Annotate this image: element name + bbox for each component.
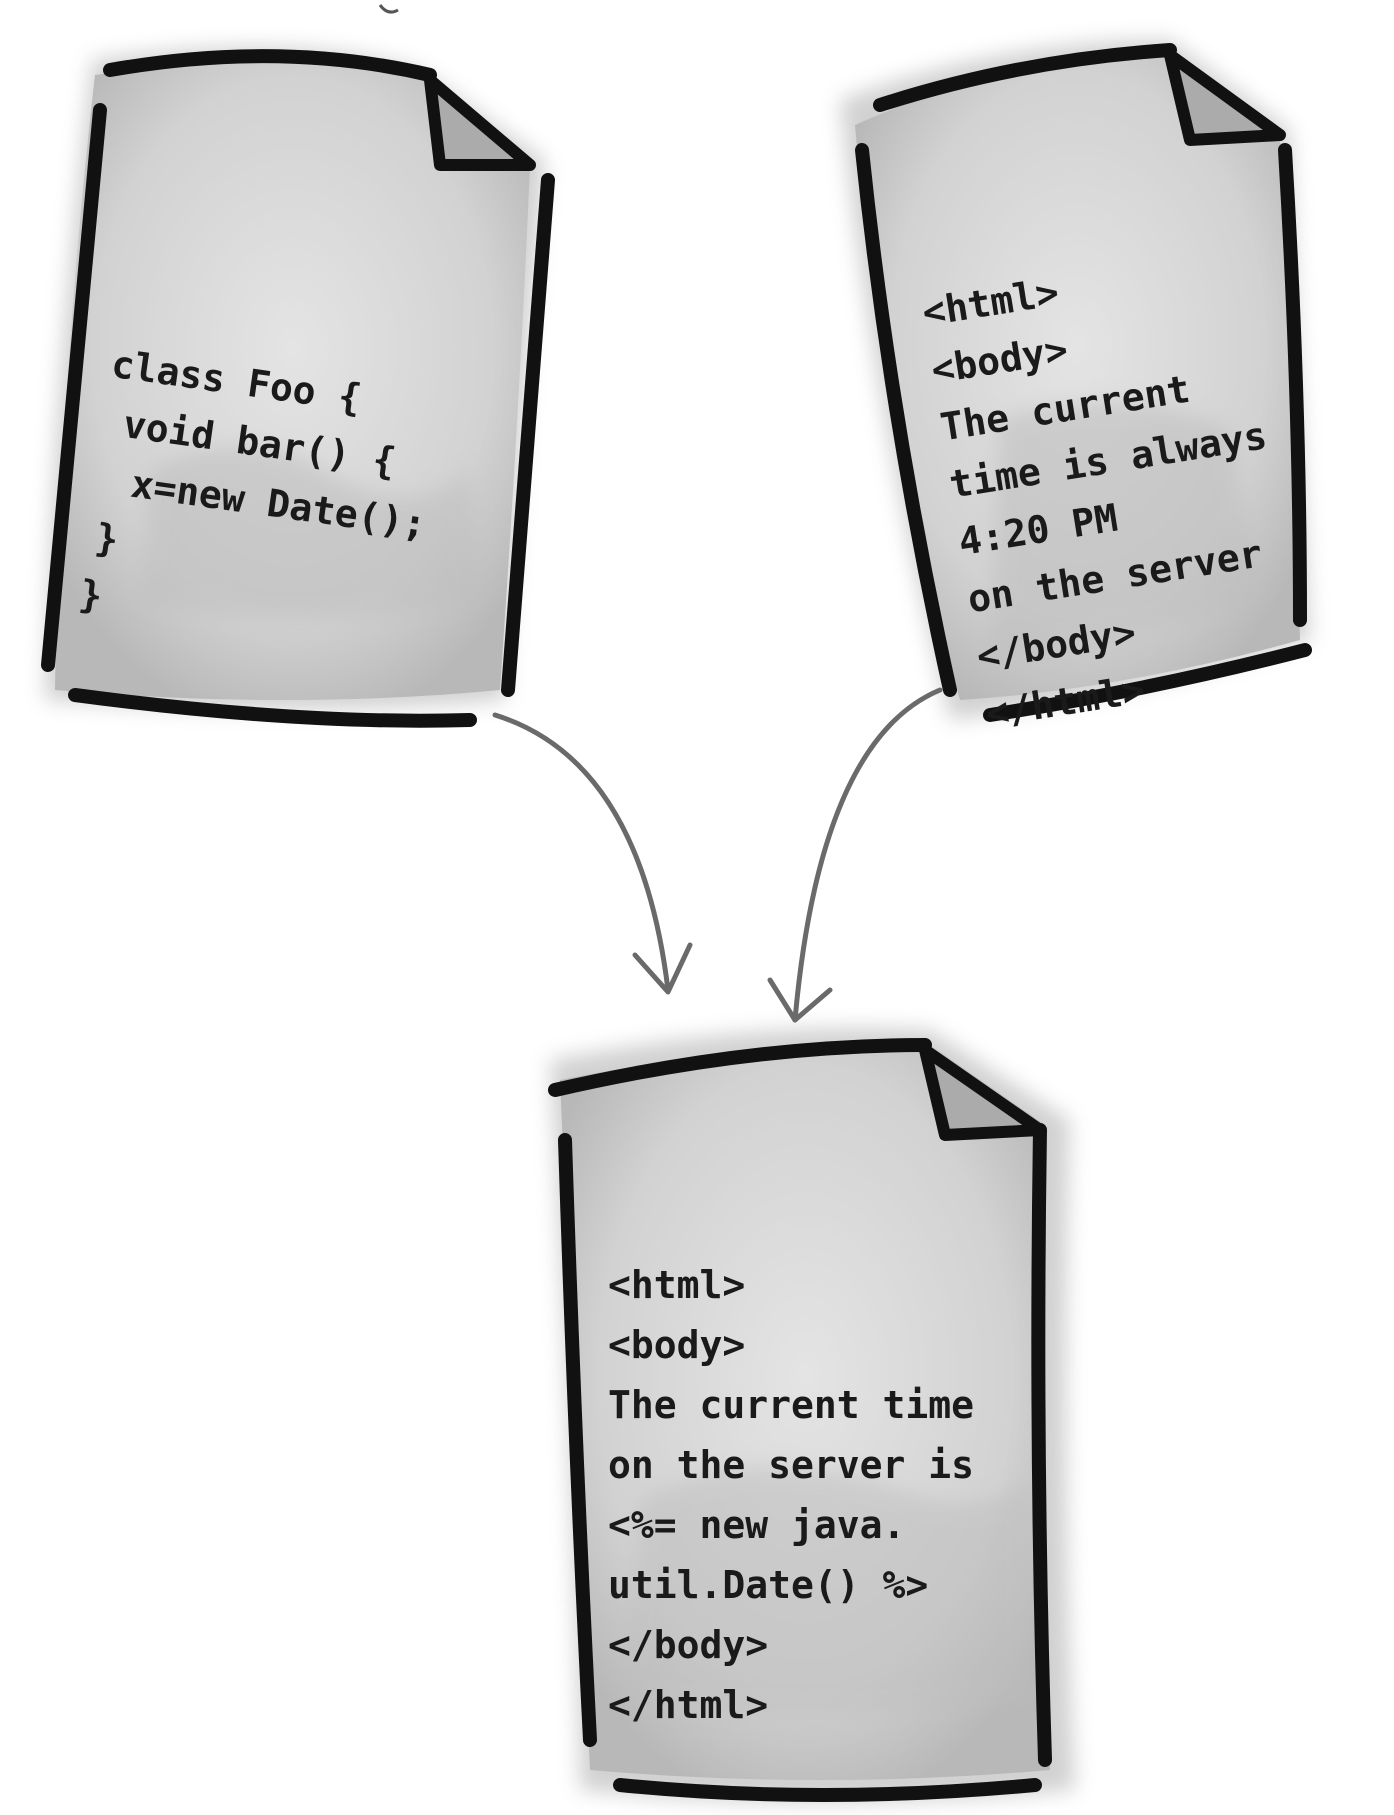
- jsp-line: </html>: [608, 1675, 974, 1735]
- jsp-line: on the server is: [608, 1435, 974, 1495]
- jsp-line: <body>: [608, 1315, 974, 1375]
- arrow-html-to-jsp: [795, 690, 940, 1020]
- arrow-java-to-jsp: [495, 715, 668, 990]
- java-document-fold: [430, 80, 530, 165]
- jsp-line: <html>: [608, 1255, 974, 1315]
- jsp-document-outline-right: [1038, 1130, 1045, 1760]
- stray-mark: [380, 5, 398, 12]
- arrow-icon: [495, 715, 690, 992]
- arrow-icon: [770, 690, 940, 1020]
- java-code-text: class Foo {void bar() {x=new Date();}}: [67, 220, 462, 726]
- jsp-line: <%= new java.: [608, 1495, 974, 1555]
- jsp-line: </body>: [608, 1615, 974, 1675]
- jsp-line: The current time: [608, 1375, 974, 1435]
- jsp-line: util.Date() %>: [608, 1555, 974, 1615]
